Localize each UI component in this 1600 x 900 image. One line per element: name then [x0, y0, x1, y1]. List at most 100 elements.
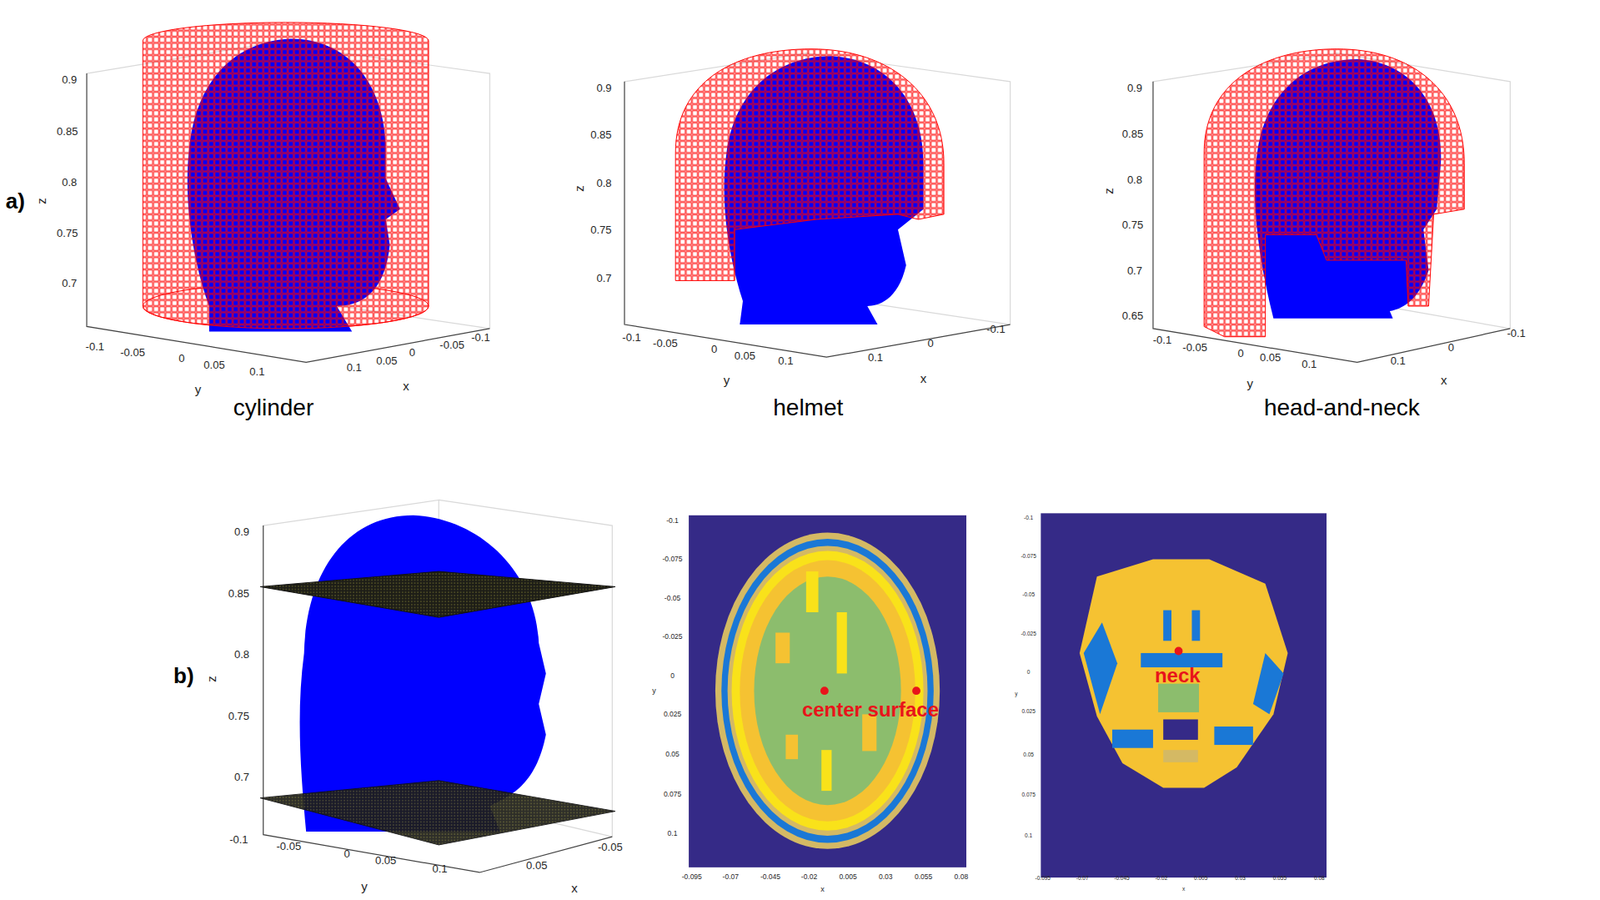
tick-label: -0.1: [1023, 515, 1034, 522]
tick-label: 0.05: [1023, 752, 1034, 758]
marker-dot: [912, 686, 921, 695]
tick-label: -0.1: [986, 322, 1005, 334]
tick-label: -0.1: [1506, 326, 1525, 338]
tissue-layer: [727, 545, 928, 835]
slice-neck: [1040, 512, 1327, 878]
tissue-patch: [1163, 749, 1199, 763]
tick-label: 0.1: [777, 354, 793, 366]
axis-label: y: [361, 878, 368, 892]
tick-label: 0.75: [1122, 219, 1144, 231]
tick-label: 0.7: [1127, 265, 1143, 276]
axis-label: y: [652, 687, 657, 695]
tick-label: -0.1: [471, 331, 490, 342]
tick-label: 0.1: [1301, 357, 1317, 369]
axis-label: x: [571, 881, 578, 894]
tissue-patch: [1158, 683, 1199, 713]
axis-label: z: [34, 197, 47, 205]
tick-label: 0.85: [590, 129, 612, 141]
tick-label: 0.05: [665, 750, 680, 758]
tick-label: 0: [343, 847, 350, 858]
tick-label: -0.045: [760, 872, 781, 881]
slice-center: [688, 515, 967, 868]
tick-label: -0.095: [682, 872, 703, 881]
tissue-patch: [837, 611, 848, 673]
tick-label: 0.7: [234, 770, 250, 782]
tick-label: 0.03: [878, 872, 893, 881]
axis-label: y: [1246, 376, 1254, 389]
tick-label: 0.05: [375, 854, 397, 866]
tick-label: -0.07: [722, 872, 739, 881]
tissue-layer: [732, 551, 924, 831]
tick-label: -0.05: [276, 840, 302, 852]
tissue-patch: [1112, 729, 1154, 748]
tick-label: -0.07: [1076, 875, 1089, 882]
tick-label: 0.75: [56, 226, 78, 238]
tick-label: x: [1182, 885, 1185, 892]
tick-label: 0.08: [1314, 875, 1325, 882]
slice-ground: [1040, 512, 1327, 878]
tick-label: 0.8: [234, 648, 250, 660]
tick-label: 0: [711, 343, 718, 355]
panel-letter: b): [173, 664, 195, 687]
axis-label: z: [205, 675, 218, 683]
tick-label: 0.05: [1259, 351, 1281, 363]
tick-label: 0.025: [663, 710, 682, 718]
tick-label: 0.075: [1022, 792, 1036, 798]
tick-label: 0.055: [914, 872, 933, 881]
tick-label: 0: [1027, 669, 1031, 676]
tick-label: -0.05: [1022, 591, 1035, 598]
axis-label: x: [402, 379, 410, 392]
marker-dot: [820, 686, 829, 695]
tick-label: -0.05: [652, 337, 678, 349]
plot-caption: helmet: [772, 396, 843, 420]
tick-label: 0.7: [596, 271, 612, 283]
tick-label: -0.05: [597, 841, 623, 853]
tick-label: 0.1: [867, 351, 883, 363]
tick-label: -0.02: [801, 872, 818, 881]
tissue-layer: [715, 532, 940, 849]
tick-label: 0.005: [1193, 875, 1208, 882]
tick-label: 0.05: [526, 859, 547, 871]
axis-label: y: [195, 382, 202, 396]
tick-label: 0.7: [61, 276, 77, 288]
tick-label: -0.075: [1020, 552, 1036, 559]
tissue-layer: [721, 538, 934, 843]
tick-label: 0: [670, 672, 675, 680]
tick-label: 0.8: [1127, 174, 1143, 186]
tick-label: 0.1: [1024, 832, 1033, 839]
panel-letter: a): [5, 190, 26, 212]
tick-label: 0: [409, 346, 416, 358]
slice-plane: [260, 571, 616, 617]
tissue-patch: [785, 734, 798, 759]
tick-label: 0.055: [1273, 875, 1287, 882]
tick-label: 0.9: [596, 82, 612, 94]
axis-label: x: [820, 884, 825, 893]
tick-label: -0.05: [120, 346, 146, 358]
tick-label: 0: [1238, 347, 1244, 359]
tick-label: 0.1: [249, 366, 265, 377]
tick-label: 0.8: [61, 175, 77, 187]
axis-label: z: [1102, 187, 1115, 195]
coil-array: [142, 22, 429, 329]
axis-label: x: [920, 371, 928, 384]
tick-label: 0: [178, 352, 185, 364]
tick-label: -0.025: [662, 632, 683, 641]
tissue-patch: [1253, 652, 1285, 714]
tick-label: -0.05: [439, 339, 465, 351]
tick-label: -0.05: [1182, 341, 1208, 352]
tick-label: 0.85: [56, 125, 78, 136]
tick-label: 0.1: [1390, 354, 1406, 366]
tissue-area: [1079, 558, 1289, 788]
tick-label: -0.1: [85, 340, 105, 352]
axis-label: x: [1440, 373, 1448, 387]
tick-label: -0.1: [666, 516, 679, 525]
tissue-patch: [821, 749, 832, 791]
tick-label: 0.65: [1122, 310, 1144, 322]
tick-label: 0: [1448, 341, 1455, 352]
plot-head-and-neck: [1153, 49, 1510, 363]
tick-label: 0: [927, 337, 934, 349]
tick-label: 0.1: [667, 829, 678, 838]
